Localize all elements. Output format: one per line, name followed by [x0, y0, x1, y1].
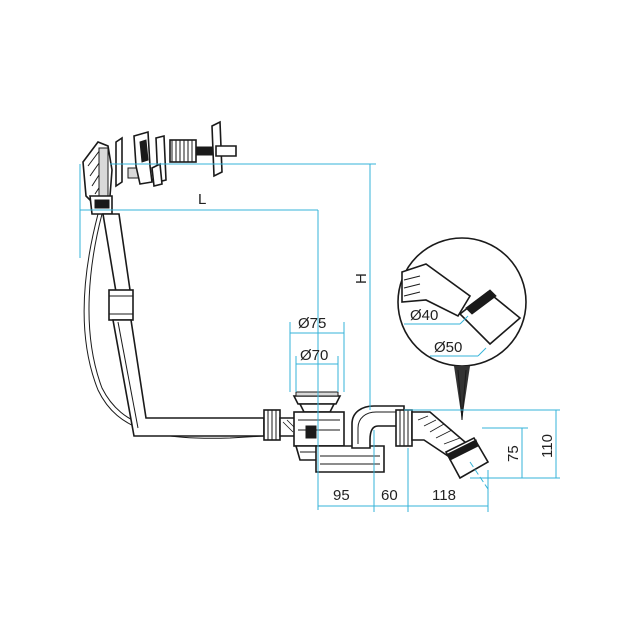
drain-body	[263, 391, 413, 473]
detail-pointer	[454, 366, 470, 420]
label-dim-60: 60	[381, 487, 398, 504]
detail-outlet	[401, 263, 522, 346]
label-dim-110: 110	[539, 434, 556, 458]
overflow-head	[82, 141, 113, 215]
handle-spindle	[169, 120, 237, 178]
label-outer-diameter: Ø75	[298, 315, 326, 332]
bowden-cable	[83, 213, 265, 439]
outlet-elbow	[411, 411, 490, 480]
label-dim-75: 75	[505, 445, 522, 462]
label-inner-diameter: Ø70	[300, 347, 328, 364]
label-detail-d50: Ø50	[434, 339, 462, 356]
overflow-cover-parts	[115, 130, 167, 188]
label-height: H	[353, 273, 370, 284]
label-dim-118: 118	[432, 487, 456, 504]
label-length: L	[198, 191, 206, 208]
label-dim-95: 95	[333, 487, 350, 504]
dimension-lines	[79, 163, 560, 512]
label-detail-d40: Ø40	[410, 307, 438, 324]
overflow-pipe	[102, 213, 265, 437]
